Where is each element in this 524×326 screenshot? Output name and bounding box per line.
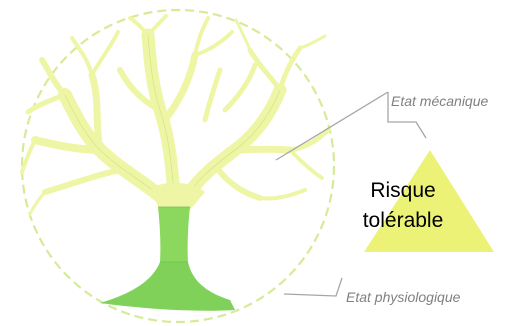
mechanical-leader-line (275, 91, 389, 161)
mechanical-state-label: Etat mécanique (391, 93, 489, 109)
risk-label-line1: Risque (370, 179, 436, 202)
tree-trunk-upper (158, 207, 190, 262)
physiological-leader-line (283, 277, 343, 297)
mechanical-bracket (387, 92, 427, 139)
physiological-state-label: Etat physiologique (346, 289, 461, 305)
crown-base (150, 182, 205, 210)
risk-label-line2: tolérable (362, 209, 444, 232)
tree-trunk-lower (100, 262, 235, 311)
dashed-circle (20, 8, 336, 324)
risk-triangle (364, 150, 494, 252)
